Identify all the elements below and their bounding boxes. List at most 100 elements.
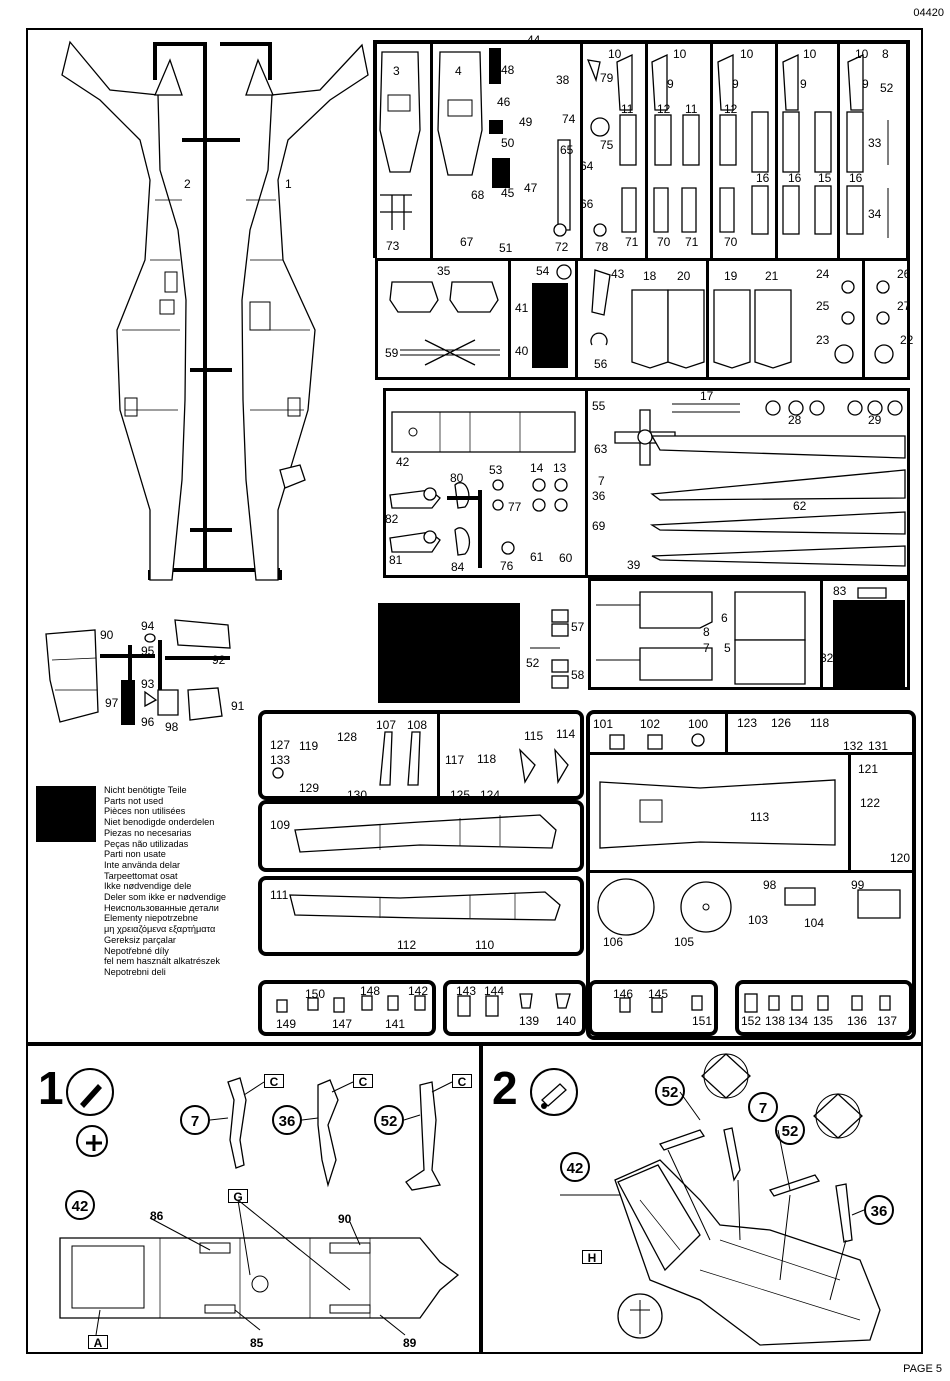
- part-number-label: 102: [640, 717, 661, 731]
- part-number-label: 11: [621, 102, 634, 116]
- part-number-label: 35: [437, 264, 451, 278]
- sprue-small-parts-2: [443, 980, 586, 1036]
- step-1-tag-c2: C: [353, 1074, 373, 1089]
- legend-line: Pièces non utilisées: [104, 806, 186, 817]
- legend-line: Niet benodigde onderdelen: [104, 817, 215, 828]
- part-number-label: 132: [843, 739, 864, 753]
- part-number-label: 130: [347, 788, 368, 802]
- part-number-label: 19: [724, 269, 738, 283]
- part-number-label: 52: [526, 656, 540, 670]
- part-number-label: 9: [862, 77, 869, 91]
- part-number-label: 103: [748, 913, 769, 927]
- step-2-tag-h: H: [582, 1250, 602, 1265]
- part-number-label: 10: [855, 47, 869, 61]
- step-1-tag-a: A: [88, 1335, 108, 1350]
- step-1-tag-c1: C: [264, 1074, 284, 1089]
- unused-part-50: [489, 120, 503, 134]
- part-number-label: 96: [141, 715, 155, 729]
- legend-line: Tarpeettomat osat: [104, 870, 178, 881]
- part-number-label: 24: [816, 267, 830, 281]
- part-number-label: 138: [765, 1014, 786, 1028]
- unused-part-97: [121, 680, 135, 725]
- paint-brush-icon: [66, 1068, 114, 1116]
- part-number-label: 9: [732, 77, 739, 91]
- part-number-label: 118: [477, 752, 497, 766]
- unused-part-40-41: [532, 283, 568, 368]
- part-number-label: 70: [724, 235, 738, 249]
- part-number-label: 98: [763, 878, 777, 892]
- legend-line: Gereksiz parçalar: [104, 934, 176, 945]
- part-number-label: 114: [556, 727, 576, 741]
- part-number-label: 58: [571, 668, 585, 682]
- sprue-upper-frame: [373, 40, 910, 258]
- part-number-label: 71: [625, 235, 639, 249]
- part-number-label: 127: [270, 738, 291, 752]
- step-1-frame: [26, 1044, 481, 1354]
- sprue-fuselage-109-frame: [258, 800, 584, 872]
- part-number-label: 112: [397, 938, 417, 952]
- part-number-label: 29: [868, 413, 882, 427]
- part-number-label: 139: [519, 1014, 540, 1028]
- part-number-label: 92: [212, 653, 226, 667]
- part-number-label: 107: [376, 718, 397, 732]
- part-number-label: 147: [332, 1017, 353, 1031]
- part-number-label: 61: [530, 550, 544, 564]
- step-1-callout-52: 52: [374, 1105, 404, 1135]
- sprue-rotor-frame: [585, 388, 910, 578]
- part-number-label: 123: [737, 716, 758, 730]
- legend-line: Parts not used: [104, 795, 164, 806]
- step-1-label-85: 85: [250, 1336, 264, 1350]
- part-number-label: 117: [445, 753, 465, 767]
- part-number-label: 148: [360, 984, 381, 998]
- part-number-label: 81: [389, 553, 403, 567]
- part-number-label: 7: [703, 641, 710, 655]
- part-number-label: 78: [595, 240, 609, 254]
- step-1-label-89: 89: [403, 1336, 417, 1350]
- part-number-label: 27: [897, 299, 911, 313]
- sprue-lower-left-frame: [258, 710, 584, 800]
- part-number-label: 12: [724, 102, 738, 116]
- part-number-label: 28: [788, 413, 802, 427]
- part-number-label: 93: [141, 677, 155, 691]
- legend-line: Nicht benötigte Teile: [104, 785, 187, 795]
- part-number-label: 9: [800, 77, 807, 91]
- part-number-label: 125: [450, 788, 471, 802]
- part-number-label: 3: [393, 64, 400, 78]
- part-number-label: 131: [868, 739, 889, 753]
- part-number-label: 4: [455, 64, 462, 78]
- part-number-label: 135: [813, 1014, 834, 1028]
- part-number-label: 21: [765, 269, 779, 283]
- part-number-label: 118: [810, 716, 830, 730]
- part-number-label: 69: [592, 519, 606, 533]
- sprue-small-parts-3: [588, 980, 718, 1036]
- part-number-label: 84: [451, 560, 465, 574]
- part-number-label: 12: [657, 102, 671, 116]
- legend-line: Inte använda delar: [104, 859, 181, 870]
- part-number-label: 23: [816, 333, 830, 347]
- part-number-label: 74: [562, 112, 576, 126]
- hub-parts: [389, 411, 576, 568]
- sprue-lower-right-frame: [586, 710, 916, 1040]
- part-number-label: 7: [598, 474, 605, 488]
- legend-line: Deler som ikke er nødvendige: [104, 892, 227, 903]
- part-number-label: 122: [860, 796, 881, 810]
- part-number-label: 54: [536, 264, 550, 278]
- part-number-label: 10: [803, 47, 817, 61]
- part-number-label: 106: [603, 935, 624, 949]
- part-number-label: 105: [674, 935, 695, 949]
- middle-sprue-parts: [389, 264, 894, 369]
- part-number-label: 38: [556, 73, 570, 87]
- legend-line: fel nem használt alkatrészek: [104, 956, 220, 967]
- part-number-label: 10: [673, 47, 687, 61]
- part-number-label: 53: [489, 463, 503, 477]
- part-number-label: 110: [475, 938, 495, 952]
- part-number-label: 11: [685, 102, 698, 116]
- part-number-label: 133: [270, 753, 291, 767]
- part-number-label: 14: [530, 461, 544, 475]
- part-number-label: 76: [500, 559, 514, 573]
- part-number-label: 80: [450, 471, 464, 485]
- part-number-label: 128: [337, 730, 358, 744]
- sprue-hub-frame: [383, 388, 585, 578]
- part-number-label: 151: [692, 1014, 713, 1028]
